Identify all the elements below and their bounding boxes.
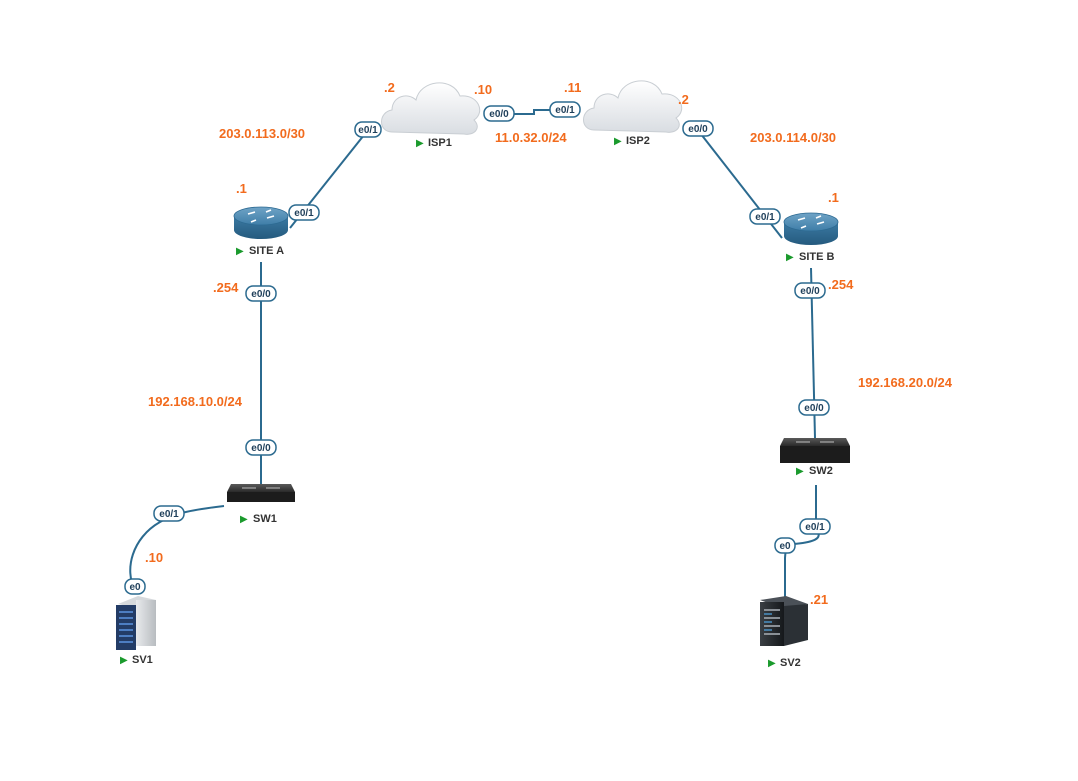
port-site-a-e01[interactable]: e0/1 xyxy=(288,204,320,221)
port-sw2-e01[interactable]: e0/1 xyxy=(799,518,831,535)
run-indicator-icon: ▶ xyxy=(768,658,776,669)
ip-label-sv1: .10 xyxy=(145,550,163,565)
run-indicator-icon: ▶ xyxy=(614,136,622,147)
network-label-lan-a: 192.168.10.0/24 xyxy=(148,394,243,409)
network-label-isp-link: 11.0.32.0/24 xyxy=(495,130,567,145)
node-label: ISP2 xyxy=(626,135,650,147)
svg-text:e0/1: e0/1 xyxy=(358,125,378,136)
network-label-isp1-site-a: 203.0.113.0/30 xyxy=(219,126,305,141)
svg-text:e0/1: e0/1 xyxy=(555,105,575,116)
node-label: ISP1 xyxy=(428,137,452,149)
port-isp2-e01[interactable]: e0/1 xyxy=(549,101,581,118)
ip-label-isp1-left: .2 xyxy=(384,80,395,95)
port-isp2-e00[interactable]: e0/0 xyxy=(682,120,714,137)
ip-label-site-a-lan: .254 xyxy=(213,280,239,295)
router-icon xyxy=(233,206,289,239)
node-label: SITE A xyxy=(249,245,284,257)
links xyxy=(129,109,820,598)
svg-text:e0: e0 xyxy=(129,582,141,593)
port-site-a-e00[interactable]: e0/0 xyxy=(245,285,277,302)
svg-text:e0/1: e0/1 xyxy=(755,212,775,223)
node-label: SW2 xyxy=(809,465,833,477)
svg-text:e0/1: e0/1 xyxy=(294,208,314,219)
router-icon xyxy=(783,212,839,245)
svg-text:e0/0: e0/0 xyxy=(489,109,509,120)
network-label-isp2-site-b: 203.0.114.0/30 xyxy=(750,130,836,145)
ip-label-isp1-right: .10 xyxy=(474,82,492,97)
svg-text:e0/0: e0/0 xyxy=(800,286,820,297)
switch-icon xyxy=(227,484,295,502)
svg-text:e0/1: e0/1 xyxy=(805,522,825,533)
port-sv2-e0[interactable]: e0 xyxy=(774,537,796,554)
node-sv2[interactable]: ▶ SV2 xyxy=(760,596,808,669)
node-label: SV2 xyxy=(780,657,801,669)
svg-text:e0/0: e0/0 xyxy=(804,403,824,414)
network-labels: 203.0.113.0/30 11.0.32.0/24 203.0.114.0/… xyxy=(148,126,953,409)
port-site-b-e00[interactable]: e0/0 xyxy=(794,282,826,299)
run-indicator-icon: ▶ xyxy=(786,252,794,263)
ip-labels: .2 .10 .11 .2 .1 .254 .1 .254 .10 .21 xyxy=(145,80,854,607)
ip-label-site-b-lan: .254 xyxy=(828,277,854,292)
ip-label-isp2-right: .2 xyxy=(678,92,689,107)
node-site-a[interactable]: ▶ SITE A xyxy=(233,206,289,257)
svg-text:e0/1: e0/1 xyxy=(159,509,179,520)
run-indicator-icon: ▶ xyxy=(416,138,424,149)
cloud-icon xyxy=(583,80,683,133)
node-label: SV1 xyxy=(132,654,153,666)
run-indicator-icon: ▶ xyxy=(236,246,244,257)
node-label: SW1 xyxy=(253,513,277,525)
server-icon xyxy=(760,596,808,646)
ip-label-isp2-left: .11 xyxy=(564,80,581,95)
node-label: SITE B xyxy=(799,251,835,263)
port-sw1-e00[interactable]: e0/0 xyxy=(245,439,277,456)
port-sw2-e00[interactable]: e0/0 xyxy=(798,399,830,416)
port-isp1-e01[interactable]: e0/1 xyxy=(354,121,382,138)
port-labels: e0/1 e0/0 e0/1 e0/0 e0/1 e0/0 e0/0 e0/1 xyxy=(124,101,831,595)
ip-label-site-a-wan: .1 xyxy=(236,181,247,196)
node-sv1[interactable]: ▶ SV1 xyxy=(116,596,156,666)
run-indicator-icon: ▶ xyxy=(240,514,248,525)
svg-text:e0: e0 xyxy=(779,541,791,552)
port-isp1-e00[interactable]: e0/0 xyxy=(483,105,515,122)
port-sv1-e0[interactable]: e0 xyxy=(124,578,146,595)
node-isp1[interactable]: ▶ ISP1 xyxy=(381,82,481,149)
node-sw1[interactable]: ▶ SW1 xyxy=(227,484,295,525)
cloud-icon xyxy=(381,82,481,135)
link-sw1-sv1[interactable] xyxy=(129,505,225,591)
server-icon xyxy=(116,596,156,650)
run-indicator-icon: ▶ xyxy=(120,655,128,666)
node-isp2[interactable]: ▶ ISP2 xyxy=(583,80,683,147)
port-site-b-e01[interactable]: e0/1 xyxy=(749,208,781,225)
svg-text:e0/0: e0/0 xyxy=(251,443,271,454)
ip-label-site-b-wan: .1 xyxy=(828,190,839,205)
port-sw1-e01[interactable]: e0/1 xyxy=(153,505,185,522)
ip-label-sv2: .21 xyxy=(810,592,828,607)
svg-text:e0/0: e0/0 xyxy=(688,124,708,135)
network-label-lan-b: 192.168.20.0/24 xyxy=(858,375,953,390)
run-indicator-icon: ▶ xyxy=(796,466,804,477)
node-site-b[interactable]: ▶ SITE B xyxy=(783,212,839,263)
svg-text:e0/0: e0/0 xyxy=(251,289,271,300)
node-sw2[interactable]: ▶ SW2 xyxy=(780,438,850,477)
switch-icon xyxy=(780,438,850,463)
